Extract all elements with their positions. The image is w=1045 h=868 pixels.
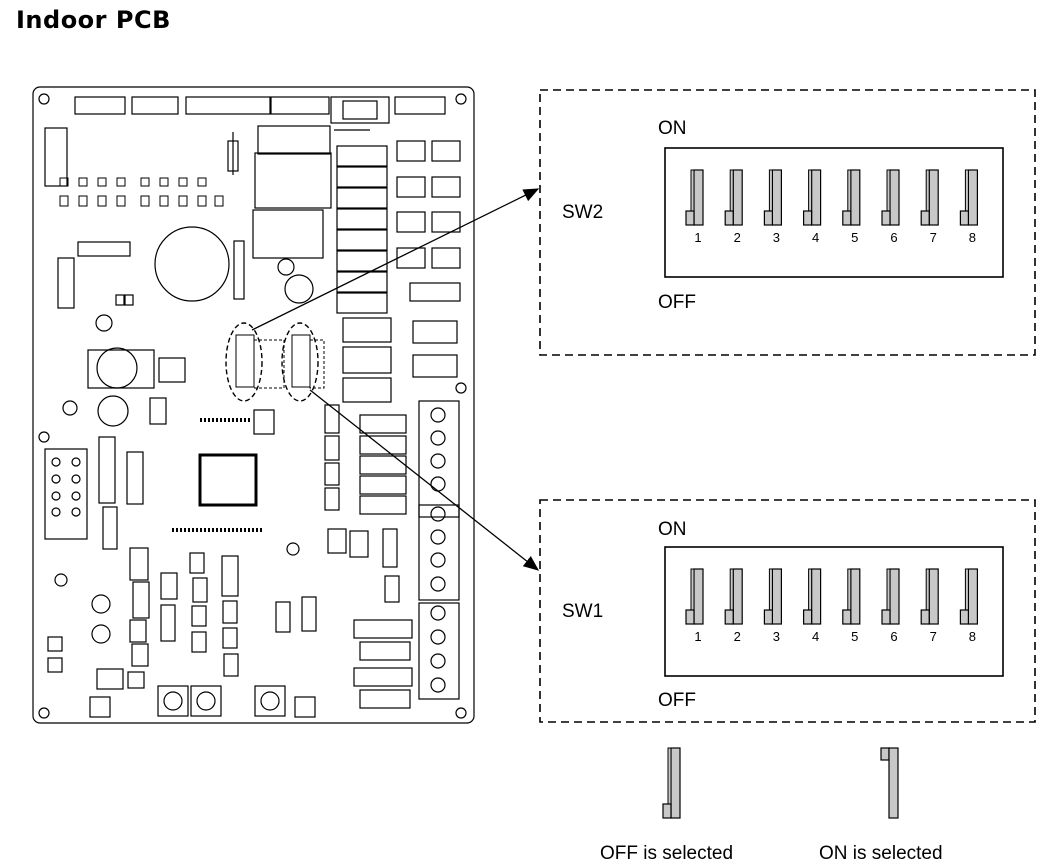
sw1-switch-8[interactable] bbox=[959, 568, 979, 625]
sw1-switch-2[interactable] bbox=[724, 568, 743, 625]
sw2-switch-bank: 1 2 3 4 5 6 7 8 bbox=[664, 147, 1004, 278]
arrow-to-sw1 bbox=[309, 389, 540, 571]
sw2-switch-number: 2 bbox=[734, 230, 741, 245]
sw2-switch-8[interactable] bbox=[959, 169, 979, 226]
sw2-switch-number: 3 bbox=[773, 230, 780, 245]
on-selected-switch-icon bbox=[880, 747, 899, 819]
sw1-switch-5[interactable] bbox=[842, 568, 861, 625]
sw2-switch-3[interactable] bbox=[763, 169, 783, 226]
pcb-board bbox=[32, 86, 475, 724]
on-switch-glyph bbox=[880, 747, 899, 819]
arrow-to-sw2 bbox=[251, 188, 540, 331]
sw2-switch-5[interactable] bbox=[842, 169, 861, 226]
sw2-name-label: SW2 bbox=[562, 202, 604, 223]
sw1-switch-frame bbox=[664, 546, 1004, 677]
sw2-switch-number: 5 bbox=[851, 230, 858, 245]
sw1-switch-number: 5 bbox=[851, 629, 858, 644]
sw1-name-label: SW1 bbox=[562, 601, 604, 622]
sw1-switch-number: 4 bbox=[812, 629, 819, 644]
sw2-switch-number: 1 bbox=[694, 230, 701, 245]
sw2-switch-frame bbox=[664, 147, 1004, 278]
sw1-switch-6[interactable] bbox=[881, 568, 900, 625]
sw2-switch-7[interactable] bbox=[920, 169, 939, 226]
sw2-highlight-oval bbox=[281, 322, 319, 402]
sw2-switch-6[interactable] bbox=[881, 169, 900, 226]
sw1-switch-number: 6 bbox=[890, 629, 897, 644]
sw2-switch-4[interactable] bbox=[802, 169, 822, 226]
sw2-callout-box bbox=[539, 89, 1036, 356]
sw1-switch-number: 7 bbox=[930, 629, 937, 644]
sw1-highlight-oval bbox=[225, 322, 263, 402]
sw2-switch-1[interactable] bbox=[685, 169, 704, 226]
sw2-switch-number: 7 bbox=[930, 230, 937, 245]
sw2-switch-number: 6 bbox=[890, 230, 897, 245]
sw1-switch-number: 3 bbox=[773, 629, 780, 644]
sw1-switch-number: 2 bbox=[734, 629, 741, 644]
sw1-switch-7[interactable] bbox=[920, 568, 939, 625]
sw2-switch-number: 8 bbox=[969, 230, 976, 245]
sw1-switch-4[interactable] bbox=[802, 568, 822, 625]
sw1-switch-bank: 1 2 3 4 5 6 7 8 bbox=[664, 546, 1004, 677]
page-title: Indoor PCB bbox=[16, 6, 171, 34]
sw1-callout-box bbox=[539, 499, 1036, 723]
sw1-off-label: OFF bbox=[658, 690, 696, 711]
pcb-component-rows bbox=[59, 177, 262, 532]
on-selected-caption: ON is selected bbox=[819, 843, 943, 864]
sw2-switch-number: 4 bbox=[812, 230, 819, 245]
sw1-switch-3[interactable] bbox=[763, 568, 783, 625]
sw2-switch-2[interactable] bbox=[724, 169, 743, 226]
sw1-switch-1[interactable] bbox=[685, 568, 704, 625]
off-switch-glyph bbox=[662, 747, 681, 819]
off-selected-switch-icon bbox=[662, 747, 681, 819]
sw1-switch-number: 1 bbox=[694, 629, 701, 644]
off-selected-caption: OFF is selected bbox=[600, 843, 734, 864]
pcb-dip-switches bbox=[225, 322, 325, 402]
sw2-off-label: OFF bbox=[658, 292, 696, 313]
sw1-on-label: ON bbox=[658, 519, 687, 540]
sw1-switch-number: 8 bbox=[969, 629, 976, 644]
sw2-on-label: ON bbox=[658, 118, 687, 139]
